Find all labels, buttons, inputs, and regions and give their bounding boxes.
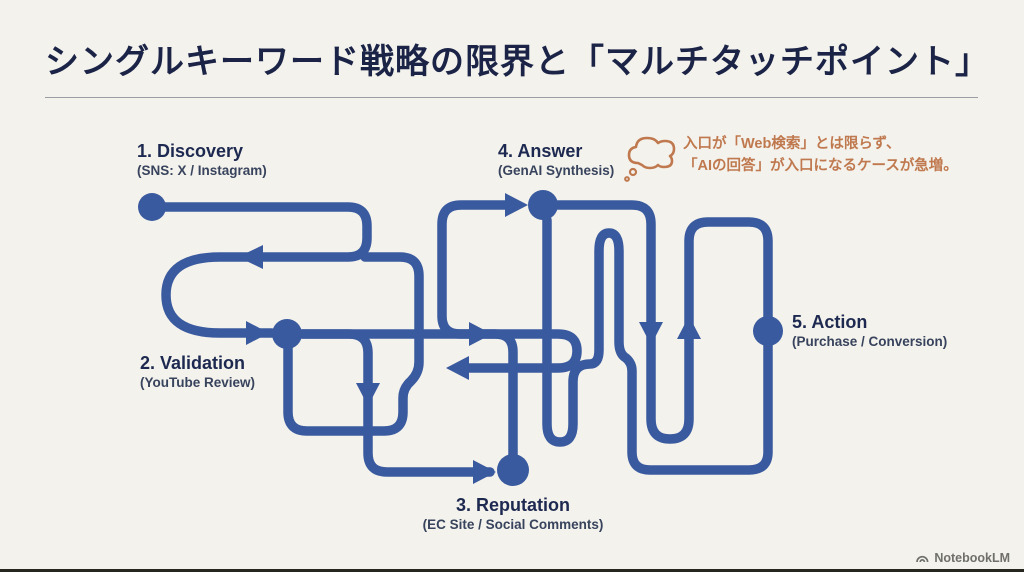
step-title: 2. Validation <box>140 353 246 373</box>
step-label-reputation: 3. Reputation (EC Site / Social Comments… <box>403 494 623 534</box>
thought-cloud-icon <box>624 136 676 182</box>
annotation-line1: 入口が「Web検索」とは限らず、 <box>683 136 901 152</box>
path-answer-to-action <box>553 200 773 444</box>
annotation-line2: 「AIの回答」が入口になるケースが急増。 <box>683 158 958 174</box>
arrow-left-upper-corridor <box>238 245 263 269</box>
slide-bottom-edge <box>0 569 1024 572</box>
path-reputation-to-answer <box>437 200 519 463</box>
path-discovery-to-validation <box>147 202 372 338</box>
path-bounce-loop <box>297 329 582 373</box>
step-subtitle: (EC Site / Social Comments) <box>422 517 604 532</box>
step-label-answer: 4. Answer (GenAI Synthesis) <box>498 140 614 180</box>
step-title: 5. Action <box>792 312 868 332</box>
step-subtitle: (SNS: X / Instagram) <box>137 163 267 178</box>
node-answer <box>528 190 558 220</box>
notebooklm-logo: NotebookLM <box>915 551 1010 565</box>
title-divider <box>45 97 978 98</box>
arrow-up-to-arch <box>677 316 701 339</box>
notebooklm-glyph-icon <box>916 555 929 563</box>
step-label-action: 5. Action (Purchase / Conversion) <box>792 311 947 351</box>
step-label-validation: 2. Validation (YouTube Review) <box>140 352 255 392</box>
annotation-text: 入口が「Web検索」とは限らず、 「AIの回答」が入口になるケースが急増。 <box>683 133 1013 177</box>
arrow-bounce-return-left <box>446 356 469 380</box>
node-validation <box>272 319 302 349</box>
step-subtitle: (YouTube Review) <box>140 375 256 390</box>
step-title: 3. Reputation <box>455 495 570 515</box>
arrow-bounce-right <box>469 322 492 346</box>
arrow-into-reputation <box>473 460 496 484</box>
path-validation-loop <box>283 252 424 436</box>
node-discovery <box>138 193 166 221</box>
notebooklm-wordmark: NotebookLM <box>934 551 1010 565</box>
arrow-into-validation <box>246 321 269 345</box>
step-subtitle: (Purchase / Conversion) <box>792 334 948 349</box>
step-subtitle: (GenAI Synthesis) <box>498 163 615 178</box>
page-title: シングルキーワード戦略の限界と「マルチタッチポイント」 <box>45 43 990 81</box>
node-action <box>753 316 783 346</box>
step-label-discovery: 1. Discovery (SNS: X / Instagram) <box>137 140 267 180</box>
arrow-down-to-reputation <box>356 383 380 406</box>
arrow-down-after-answer <box>639 322 663 345</box>
step-title: 4. Answer <box>498 141 583 161</box>
path-validation-to-reputation <box>297 329 495 477</box>
node-reputation <box>497 454 529 486</box>
path-answer-lower-wander <box>542 215 773 475</box>
arrow-into-answer <box>505 193 528 217</box>
step-title: 1. Discovery <box>137 141 244 161</box>
